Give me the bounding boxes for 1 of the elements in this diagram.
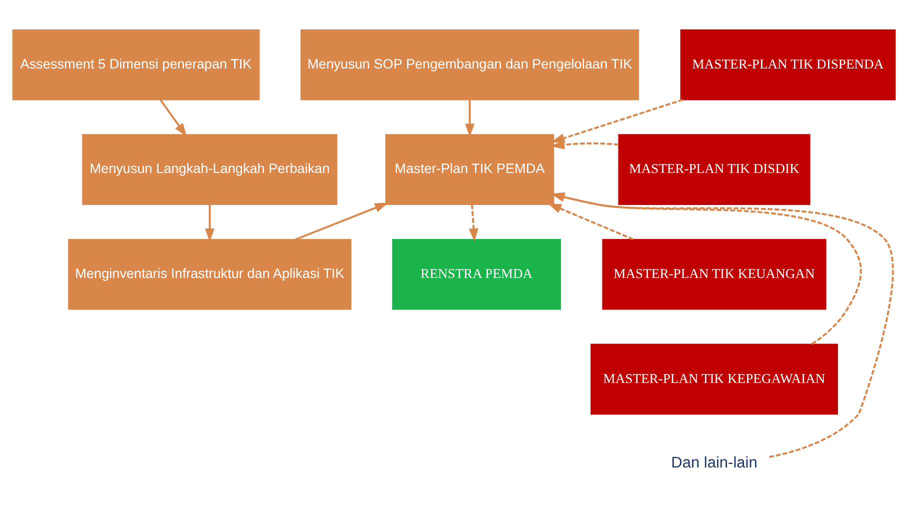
node-text: Dan lain-lain [671,454,758,472]
